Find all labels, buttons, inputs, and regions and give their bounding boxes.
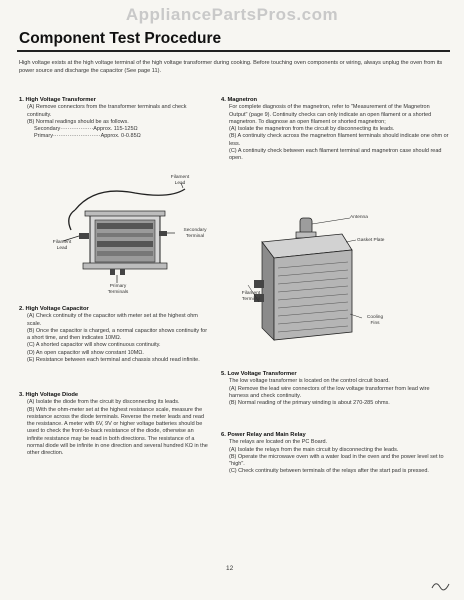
step-b: (B) With the ohm-meter set at the highes… xyxy=(27,406,208,457)
label-line: Terminal xyxy=(241,296,261,302)
step-c: (C) Check continuity between terminals o… xyxy=(229,468,429,475)
label-secondary-terminal: Secondary Terminal xyxy=(175,228,215,239)
label-line: Filament xyxy=(170,175,190,180)
label-filament-lead-top: Filament Lead xyxy=(160,175,200,186)
step-c: (C) A continuity check between each fila… xyxy=(229,148,442,162)
section-lv-transformer: 5. Low Voltage Transformer The low volta… xyxy=(221,371,449,407)
step-a: (A) Isolate the magnetron from the circu… xyxy=(229,126,395,133)
label-line: Secondary xyxy=(183,228,207,233)
lv-intro: The low voltage transformer is located o… xyxy=(229,378,390,385)
section-heading: 6. Power Relay and Main Relay xyxy=(221,432,306,438)
section-heading: 1. High Voltage Transformer xyxy=(19,97,96,103)
label-line: Filament xyxy=(52,240,72,245)
transformer-diagram xyxy=(62,182,186,283)
label-line: Lead xyxy=(174,180,186,186)
label-primary-terminals: Primary Terminals xyxy=(98,284,138,295)
step-b: (B) Normal readings should be as follows… xyxy=(27,118,129,125)
label-line: Terminal xyxy=(185,233,205,239)
section-hv-transformer: 1. High Voltage Transformer (A) Remove c… xyxy=(19,97,209,141)
label-filament-terminal: Filament Terminal xyxy=(236,291,266,302)
step-a: (A) Check continuity of the capacitor wi… xyxy=(27,313,198,327)
primary-reading: Primary··························Approx.… xyxy=(34,133,141,140)
step-a: (A) Isolate the diode from the circuit b… xyxy=(27,399,180,406)
section-heading: 4. Magnetron xyxy=(221,97,258,103)
label-filament-lead-left: Filament Lead xyxy=(42,240,82,251)
site-watermark: AppliancePartsPros.com xyxy=(125,5,339,24)
step-a: (A) Remove the lead wire connectors of t… xyxy=(229,385,430,399)
label-line: Filament xyxy=(241,291,261,296)
label-gasket-plate: Gasket Plate xyxy=(357,238,385,243)
step-c: (C) A shorted capacitor will show contin… xyxy=(27,342,161,349)
step-b: (B) Normal reading of the primary windin… xyxy=(229,400,390,407)
page-number: 12 xyxy=(226,565,234,572)
section-magnetron: 4. Magnetron For complete diagnosis of t… xyxy=(221,97,449,163)
title-rule xyxy=(17,50,450,52)
section-heading: 2. High Voltage Capacitor xyxy=(19,306,89,312)
step-d: (D) An open capacitor will show constant… xyxy=(27,349,144,356)
label-line: Fins xyxy=(370,320,380,326)
magnetron-intro: For complete diagnosis of the magnetron,… xyxy=(229,104,432,125)
label-cooling-fins: Cooling Fins xyxy=(360,315,390,326)
step-a: (A) Remove connectors from the transform… xyxy=(27,104,187,118)
step-e: (E) Resistance between each terminal and… xyxy=(27,357,200,364)
label-line: Lead xyxy=(56,245,68,251)
step-b: (B) Operate the microwave oven with a wa… xyxy=(229,453,444,468)
label-line: Primary xyxy=(109,284,127,289)
corner-mark xyxy=(431,583,450,591)
magnetron-diagram xyxy=(247,217,363,341)
section-hv-diode: 3. High Voltage Diode (A) Isolate the di… xyxy=(19,392,209,458)
section-heading: 3. High Voltage Diode xyxy=(19,392,79,398)
label-line: Cooling xyxy=(366,315,384,320)
relay-intro: The relays are located on the PC Board. xyxy=(229,439,328,446)
section-hv-capacitor: 2. High Voltage Capacitor (A) Check cont… xyxy=(19,306,209,364)
section-heading: 5. Low Voltage Transformer xyxy=(221,371,297,377)
intro-warning: High voltage exists at the high voltage … xyxy=(19,60,443,74)
step-b: (B) A continuity check across the magnet… xyxy=(229,133,449,147)
step-b: (B) Once the capacitor is charged, a nor… xyxy=(27,327,208,342)
step-a: (A) Isolate the relays from the main cir… xyxy=(229,446,399,453)
label-line: Terminals xyxy=(107,289,129,295)
label-antenna: Antenna xyxy=(350,215,368,220)
secondary-reading: Secondary··················Approx. 115-1… xyxy=(34,126,138,133)
page-title: Component Test Procedure xyxy=(19,30,222,47)
section-power-relay: 6. Power Relay and Main Relay The relays… xyxy=(221,432,449,476)
